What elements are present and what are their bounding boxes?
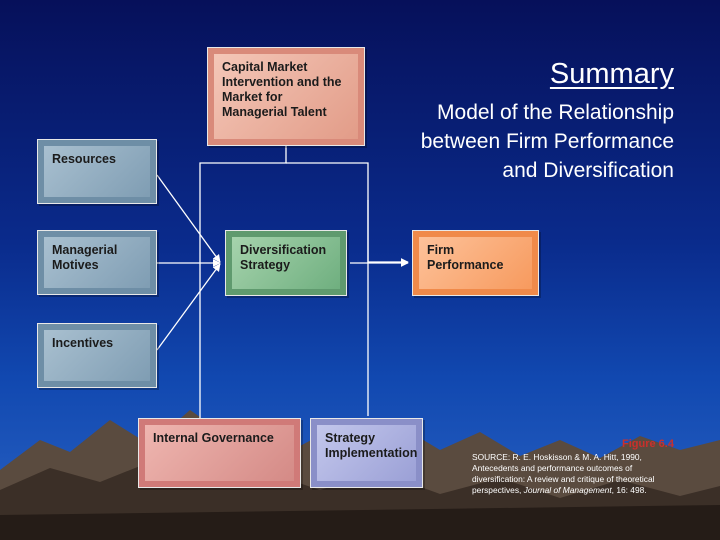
- managerial-motives-box: Managerial Motives: [37, 230, 157, 295]
- figure-label: Figure 6.4: [622, 438, 674, 450]
- internal-governance-box: Internal Governance: [138, 418, 301, 488]
- resources-box: Resources: [37, 139, 157, 204]
- source-prefix: SOURCE: R. E. Hoskisson & M. A. Hitt, 19…: [472, 452, 655, 495]
- incentives-box: Incentives: [37, 323, 157, 388]
- diversification-strategy-label: Diversification Strategy: [232, 237, 340, 289]
- source-suffix: , 16: 498.: [611, 485, 647, 495]
- strategy-implementation-box: Strategy Implementation: [310, 418, 423, 488]
- diversification-strategy-box: Diversification Strategy: [225, 230, 347, 296]
- source-citation: SOURCE: R. E. Hoskisson & M. A. Hitt, 19…: [472, 452, 687, 496]
- firm-performance-box: Firm Performance: [412, 230, 539, 296]
- slide-subtitle: Model of the Relationship between Firm P…: [420, 101, 674, 182]
- capital-market-label: Capital Market Intervention and the Mark…: [214, 54, 358, 139]
- source-journal: Journal of Management: [523, 485, 612, 495]
- managerial-motives-label: Managerial Motives: [44, 237, 150, 288]
- incentives-label: Incentives: [44, 330, 150, 381]
- firm-performance-label: Firm Performance: [419, 237, 532, 289]
- strategy-implementation-label: Strategy Implementation: [317, 425, 417, 481]
- slide-title: Summary: [549, 58, 674, 90]
- resources-label: Resources: [44, 146, 150, 197]
- internal-governance-label: Internal Governance: [145, 425, 294, 481]
- capital-market-box: Capital Market Intervention and the Mark…: [207, 47, 365, 146]
